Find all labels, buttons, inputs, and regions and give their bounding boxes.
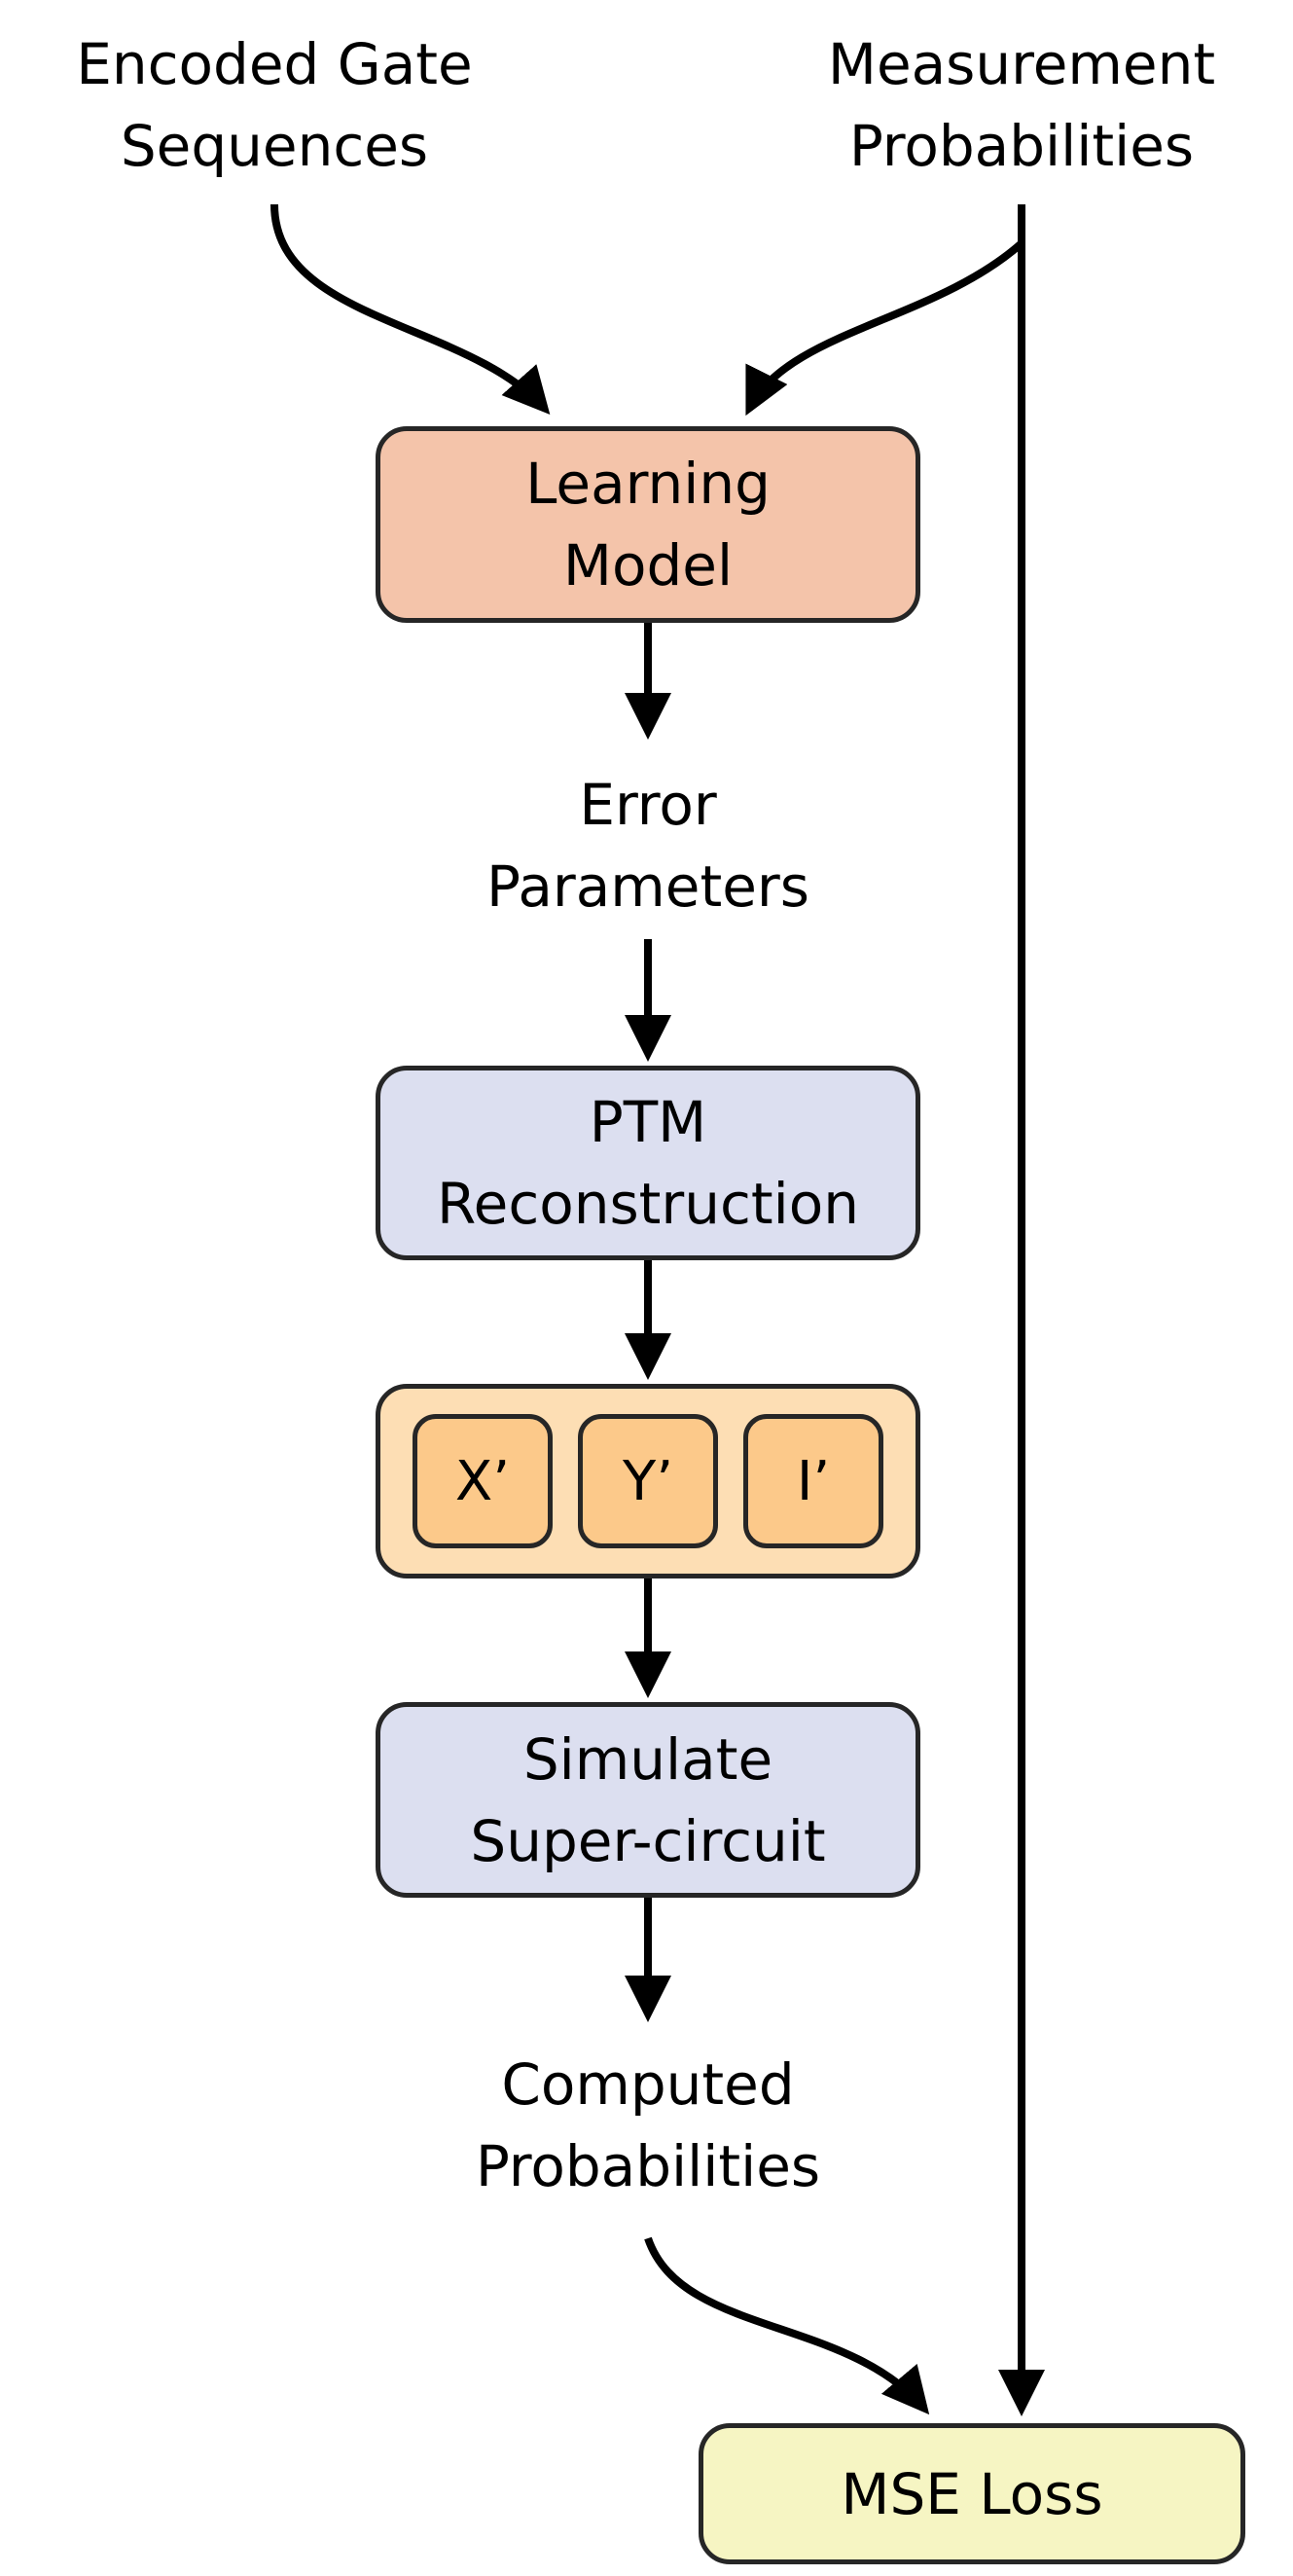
error-parameters-line1: Error [579,772,717,838]
measurement-probabilities-line1: Measurement [827,31,1216,97]
gate-i-prime: I’ [743,1414,883,1548]
mse-loss-label: MSE Loss [841,2460,1103,2527]
learning-model-line1: Learning [525,451,771,517]
ptm-reconstruction-line1: PTM [589,1089,707,1155]
encoded-gate-sequences-label: Encoded Gate Sequences [31,23,518,187]
learning-model-box: Learning Model [376,426,920,623]
gate-y-prime-label: Y’ [622,1449,673,1513]
encoded-gate-sequences-line1: Encoded Gate [76,31,473,97]
learning-model-line2: Model [562,532,734,599]
ptm-reconstruction-box: PTM Reconstruction [376,1066,920,1260]
arrow-computed-to-mse-loss [644,2236,930,2415]
simulate-super-circuit-line1: Simulate [522,1725,773,1793]
simulate-super-circuit-line2: Super-circuit [470,1807,826,1874]
simulate-super-circuit-box: Simulate Super-circuit [376,1702,920,1898]
encoded-gate-sequences-line2: Sequences [120,113,429,179]
mse-loss-box: MSE Loss [699,2423,1245,2564]
gate-x-prime: X’ [413,1414,553,1548]
computed-probabilities-line1: Computed [501,2051,795,2118]
gate-i-prime-label: I’ [796,1449,831,1513]
error-parameters-label: Error Parameters [405,764,891,927]
gate-x-prime-label: X’ [454,1449,511,1513]
arrow-measurement-to-learning-model [745,240,1024,417]
computed-probabilities-line2: Probabilities [475,2133,821,2199]
ptm-reconstruction-line2: Reconstruction [436,1171,860,1237]
gate-y-prime: Y’ [578,1414,718,1548]
error-parameters-line2: Parameters [486,853,809,920]
arrow-encoded-to-learning-model [270,203,551,415]
measurement-probabilities-line2: Probabilities [848,113,1195,179]
measurement-probabilities-label: Measurement Probabilities [778,23,1265,187]
computed-probabilities-label: Computed Probabilities [405,2044,891,2207]
